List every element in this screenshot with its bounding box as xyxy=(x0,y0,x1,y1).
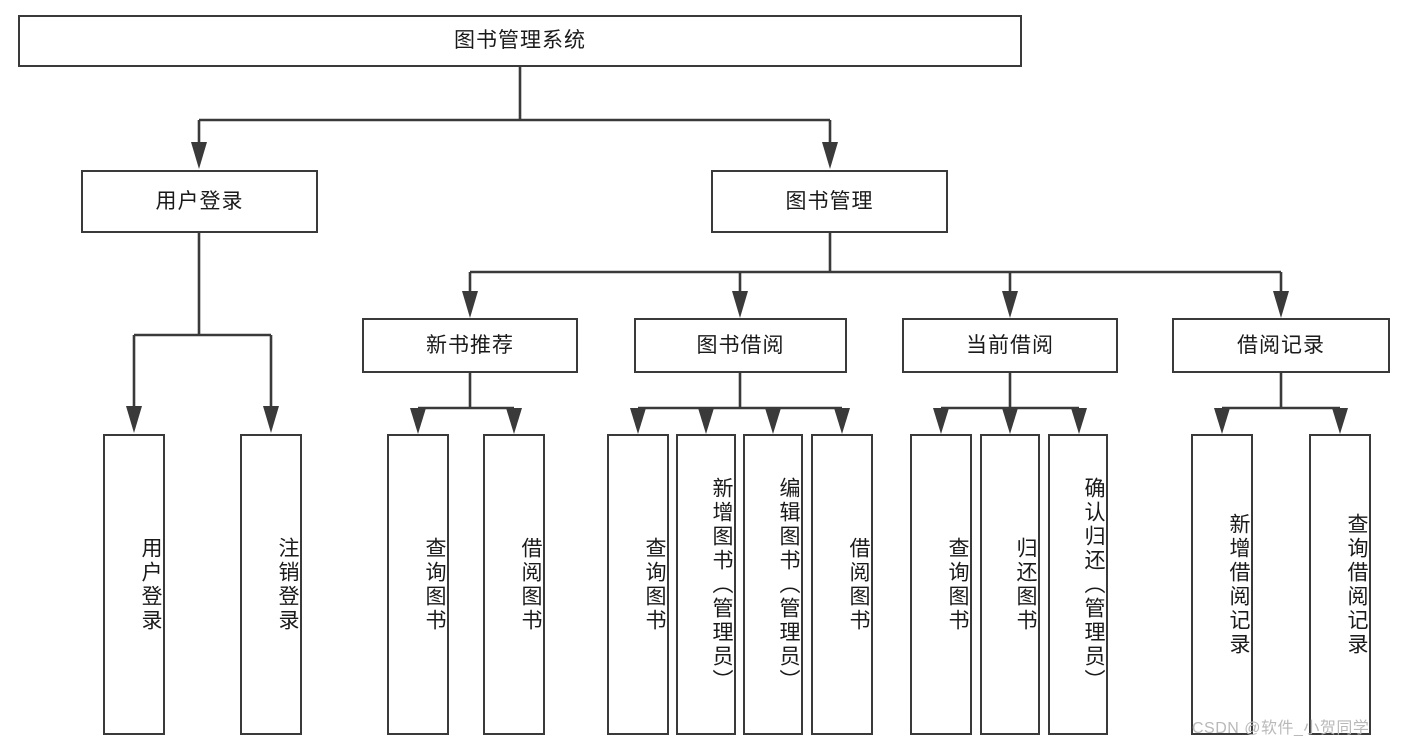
arrowhead-leaf-book-borrow-3 xyxy=(765,408,781,434)
leaf-book-borrow-add[interactable]: 新增图书（管理员） xyxy=(676,434,736,735)
node-root[interactable]: 图书管理系统 xyxy=(18,15,1022,67)
arrowhead-leaf-current-borrow-3 xyxy=(1071,408,1087,434)
leaf-current-borrow-return[interactable]: 归还图书 xyxy=(980,434,1040,735)
arrowhead-leaf-current-borrow-1 xyxy=(933,408,949,434)
node-user-login[interactable]: 用户登录 xyxy=(81,170,318,233)
arrowhead-current-borrow xyxy=(1002,291,1018,318)
arrowhead-leaf-new-book-2 xyxy=(506,408,522,434)
leaf-current-borrow-confirm[interactable]: 确认归还（管理员） xyxy=(1048,434,1108,735)
leaf-current-borrow-query[interactable]: 查询图书 xyxy=(910,434,972,735)
leaf-borrow-record-add[interactable]: 新增借阅记录 xyxy=(1191,434,1253,735)
leaf-user-login-logout[interactable]: 注销登录 xyxy=(240,434,302,735)
node-book-manage[interactable]: 图书管理 xyxy=(711,170,948,233)
leaf-book-borrow-query[interactable]: 查询图书 xyxy=(607,434,669,735)
leaf-book-borrow-edit[interactable]: 编辑图书（管理员） xyxy=(743,434,803,735)
arrowhead-leaf-new-book-1 xyxy=(410,408,426,434)
arrowhead-leaf-book-borrow-4 xyxy=(834,408,850,434)
csdn-watermark: CSDN @软件_小贺同学 xyxy=(1192,720,1370,737)
arrowhead-leaf-current-borrow-2 xyxy=(1002,408,1018,434)
arrowhead-leaf-user-login-2 xyxy=(263,406,279,433)
node-book-borrow[interactable]: 图书借阅 xyxy=(634,318,847,373)
arrowhead-leaf-borrow-record-2 xyxy=(1332,408,1348,434)
leaf-user-login-login[interactable]: 用户登录 xyxy=(103,434,165,735)
arrowhead-leaf-book-borrow-1 xyxy=(630,408,646,434)
arrowhead-book-manage xyxy=(822,142,838,169)
node-new-book-recommend[interactable]: 新书推荐 xyxy=(362,318,578,373)
arrowhead-borrow-record xyxy=(1273,291,1289,318)
arrowhead-leaf-borrow-record-1 xyxy=(1214,408,1230,434)
arrowhead-new-book xyxy=(462,291,478,318)
node-borrow-record[interactable]: 借阅记录 xyxy=(1172,318,1390,373)
leaf-borrow-record-query[interactable]: 查询借阅记录 xyxy=(1309,434,1371,735)
arrowhead-book-borrow xyxy=(732,291,748,318)
arrowhead-leaf-user-login-1 xyxy=(126,406,142,433)
node-current-borrow[interactable]: 当前借阅 xyxy=(902,318,1118,373)
leaf-new-book-query[interactable]: 查询图书 xyxy=(387,434,449,735)
leaf-new-book-borrow[interactable]: 借阅图书 xyxy=(483,434,545,735)
arrowhead-leaf-book-borrow-2 xyxy=(698,408,714,434)
arrowhead-user-login xyxy=(191,142,207,169)
leaf-book-borrow-lend[interactable]: 借阅图书 xyxy=(811,434,873,735)
